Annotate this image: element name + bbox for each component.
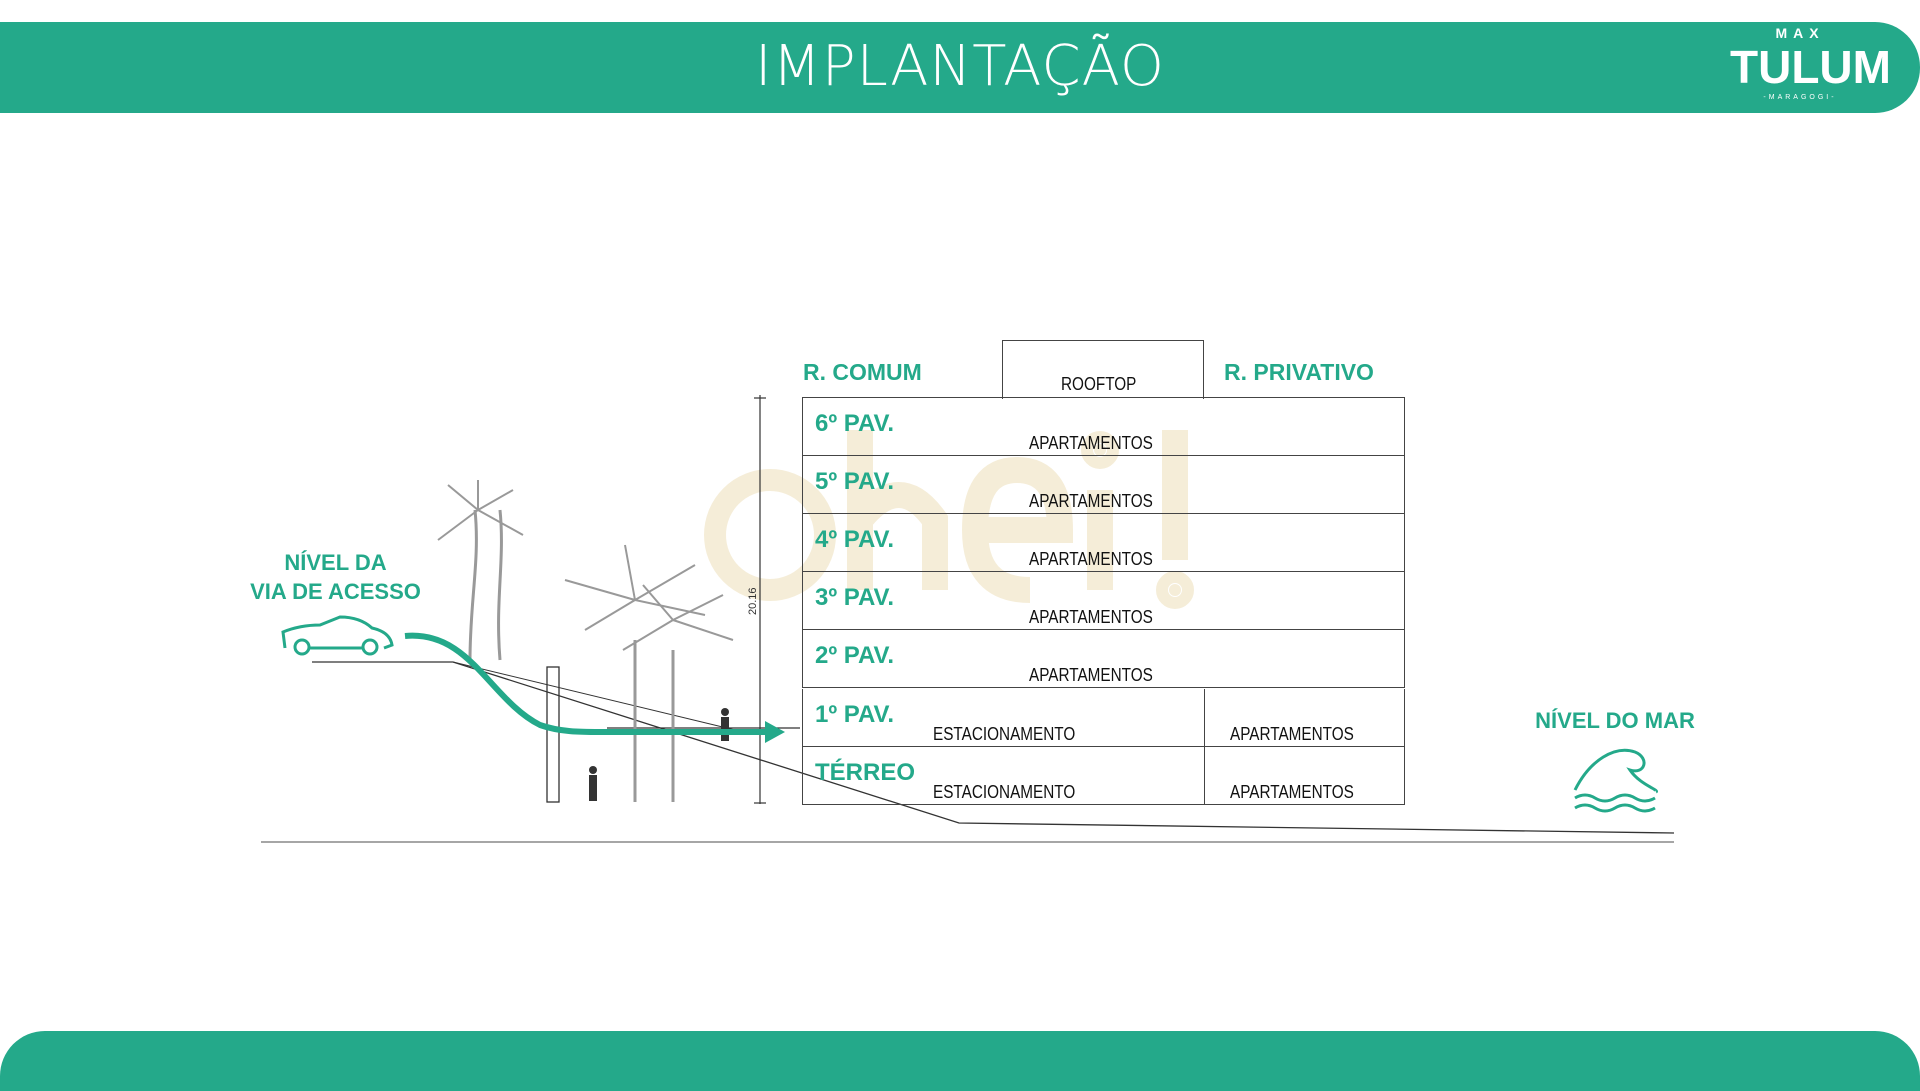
area-label-right: APARTAMENTOS: [1230, 781, 1354, 802]
private-area-label: R. PRIVATIVO: [1224, 359, 1374, 385]
floor-row: 4º PAV. APARTAMENTOS: [802, 514, 1405, 573]
area-label: APARTAMENTOS: [1029, 433, 1153, 453]
floor-row: 1º PAV. ESTACIONAMENTO APARTAMENTOS: [802, 688, 1405, 747]
person-icon: [589, 708, 729, 801]
area-label: APARTAMENTOS: [1029, 491, 1153, 512]
area-label: APARTAMENTOS: [1029, 549, 1153, 570]
sea-level-label: NÍVEL DO MAR: [1535, 708, 1695, 733]
watermark: [704, 430, 1194, 609]
palm-tree-icon: [437, 480, 734, 802]
building-top-line: [802, 397, 1405, 398]
area-label: ESTACIONAMENTO: [933, 781, 1076, 802]
floor-label: TÉRREO: [815, 758, 916, 786]
common-area-label: R. COMUM: [803, 359, 922, 385]
floor-label: 6º PAV.: [815, 410, 895, 437]
floor-label: 3º PAV.: [815, 584, 895, 612]
dimension-line: [754, 395, 766, 804]
logo: MAX TULUM -MARAGOGI-: [1730, 22, 1891, 103]
floor-label: 5º PAV.: [815, 468, 895, 496]
floor-row: 2º PAV. APARTAMENTOS: [802, 630, 1405, 689]
access-level-label: NÍVEL DA VIA DE ACESSO: [238, 548, 433, 606]
area-label: ESTACIONAMENTO: [933, 723, 1076, 744]
access-level-line-2: VIA DE ACESSO: [250, 579, 421, 604]
wave-icon: [1573, 748, 1658, 813]
floor-row: 6º PAV. APARTAMENTOS: [802, 398, 1405, 456]
floor-row: 5º PAV. APARTAMENTOS: [802, 456, 1405, 515]
floor-label: 4º PAV.: [815, 526, 895, 554]
area-label: APARTAMENTOS: [1029, 607, 1153, 628]
floor-row: TÉRREO ESTACIONAMENTO APARTAMENTOS: [802, 746, 1405, 805]
column-divider: [1204, 746, 1205, 804]
retaining-wall: [546, 666, 560, 803]
car-icon: [281, 615, 394, 656]
access-level-line-1: NÍVEL DA: [284, 550, 387, 575]
area-label: APARTAMENTOS: [1029, 665, 1153, 686]
floor-label: 1º PAV.: [815, 700, 895, 728]
header-bar: [0, 22, 1920, 113]
column-divider: [1204, 688, 1205, 746]
logo-sub: -MARAGOGI-: [1763, 94, 1837, 101]
floor-label: 2º PAV.: [815, 642, 895, 670]
rooftop-label: ROOFTOP: [1061, 374, 1137, 394]
rooftop-box: ROOFTOP: [1002, 340, 1204, 399]
ramp-line: [452, 661, 736, 731]
terrain-slope: [312, 661, 1675, 834]
dimension-value: 20.16: [747, 587, 759, 615]
logo-name: TULUM: [1730, 41, 1891, 93]
floor-row: 3º PAV. APARTAMENTOS: [802, 572, 1405, 631]
access-arrow: [404, 632, 770, 735]
logo-top: MAX: [1775, 25, 1825, 41]
page-title: IMPLANTAÇÃO: [755, 34, 1165, 99]
area-label-right: APARTAMENTOS: [1230, 723, 1354, 744]
